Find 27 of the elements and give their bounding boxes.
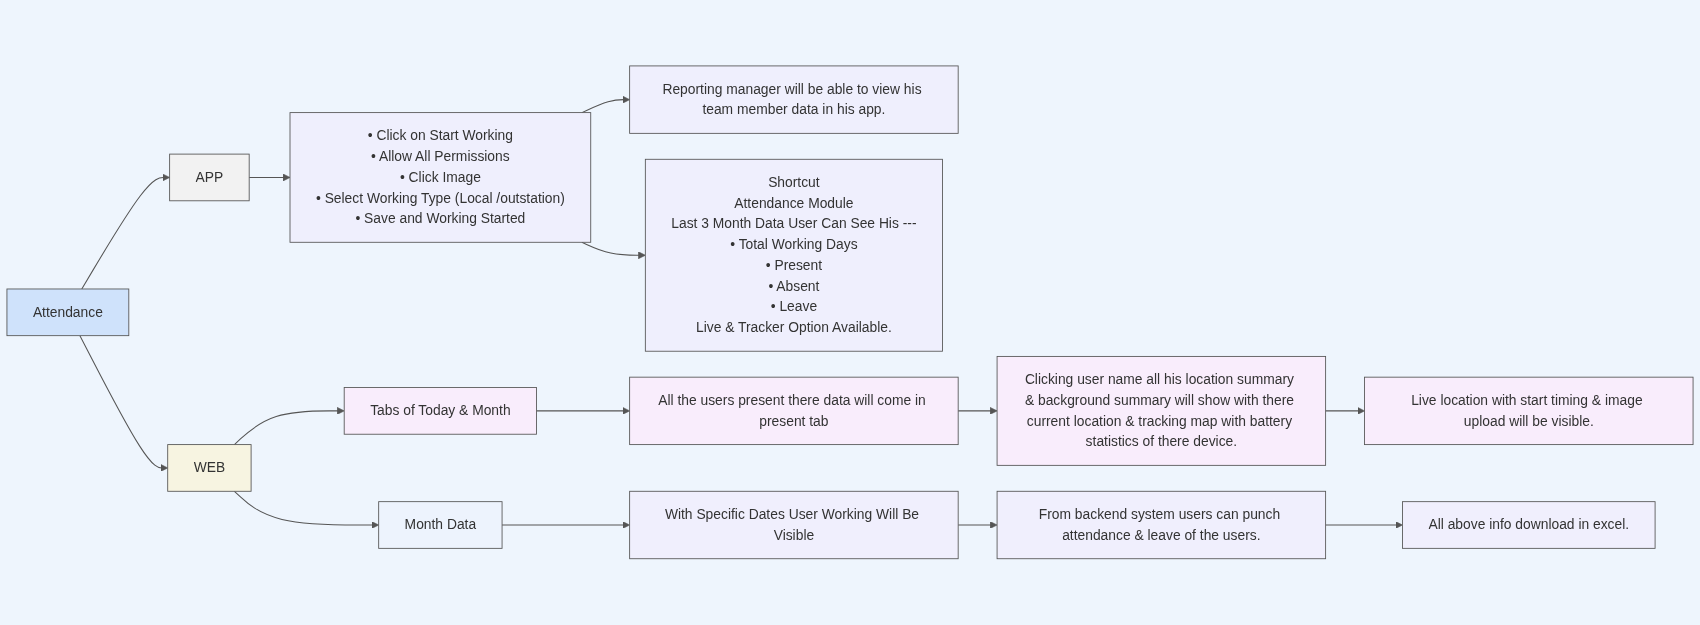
node-box: Reporting manager will be able to view his team member data in his app. xyxy=(629,65,959,134)
arrow xyxy=(957,407,998,415)
arrow xyxy=(81,173,170,290)
node-box: Tabs of Today & Month xyxy=(343,387,537,435)
node-box: Clicking user name all his location summary & background summary will show with there current location & tracking map with battery statistics of there device. xyxy=(996,356,1327,466)
node-box: Month Data xyxy=(378,501,503,549)
arrow xyxy=(536,407,630,415)
arrow xyxy=(248,173,291,182)
arrow xyxy=(233,490,379,529)
arrow xyxy=(957,521,998,529)
node-box: WEB xyxy=(167,444,252,492)
node-box: APP xyxy=(169,153,250,202)
arrow xyxy=(233,407,345,446)
node-box: All above info download in excel. xyxy=(1402,501,1656,549)
arrow xyxy=(581,241,646,260)
arrow xyxy=(1325,521,1403,529)
node-box: Shortcut Attendance Module Last 3 Month Data User Can See His --- • Total Working Days • Present • Absent • Leave Live & Tracker Option Available. xyxy=(644,159,943,352)
node-box: All the users present there data will come in present tab xyxy=(629,376,959,446)
node-box: • Click on Start Working • Allow All Permissions • Click Image • Select Working Type (Local /outstation) • Save and Working Started xyxy=(289,112,592,243)
node-box: Live location with start timing & image upload will be visible. xyxy=(1364,376,1694,446)
node-box: Attendance xyxy=(6,288,130,337)
arrow xyxy=(501,521,630,529)
arrow xyxy=(1325,407,1365,415)
node-box: With Specific Dates User Working Will Be Visible xyxy=(629,491,959,560)
arrow xyxy=(79,335,169,472)
node-box: From backend system users can punch attendance & leave of the users. xyxy=(996,491,1327,560)
arrow xyxy=(581,96,630,114)
